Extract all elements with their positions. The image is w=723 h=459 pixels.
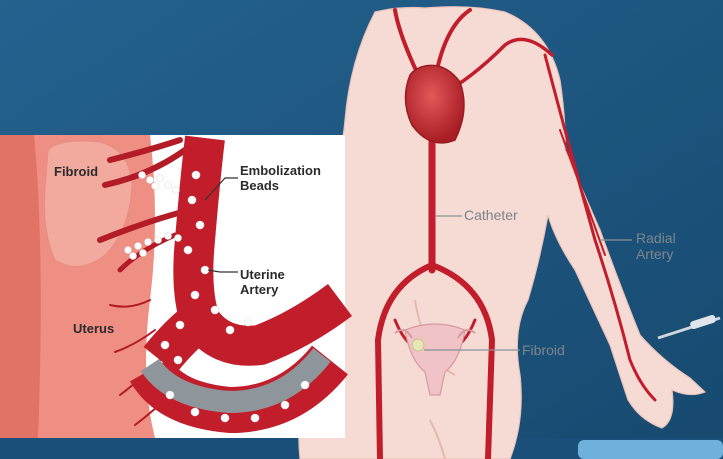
radial-label-line1: Radial [636,230,676,246]
inset-uterus-label: Uterus [73,321,114,336]
artery-label-line1: Uterine [240,267,285,282]
beads-label-line2: Beads [240,178,321,193]
embolization-beads-label: Embolization Beads [240,163,321,193]
body-fibroid-label: Fibroid [522,342,565,358]
uterine-artery-label: Uterine Artery [240,267,285,297]
beads-label-line1: Embolization [240,163,321,178]
artery-label-line2: Artery [240,282,285,297]
catheter-label: Catheter [464,207,518,223]
corner-panel [578,440,723,459]
radial-artery-label: Radial Artery [636,230,676,262]
radial-label-line2: Artery [636,246,676,262]
inset-fibroid-label: Fibroid [54,164,98,179]
